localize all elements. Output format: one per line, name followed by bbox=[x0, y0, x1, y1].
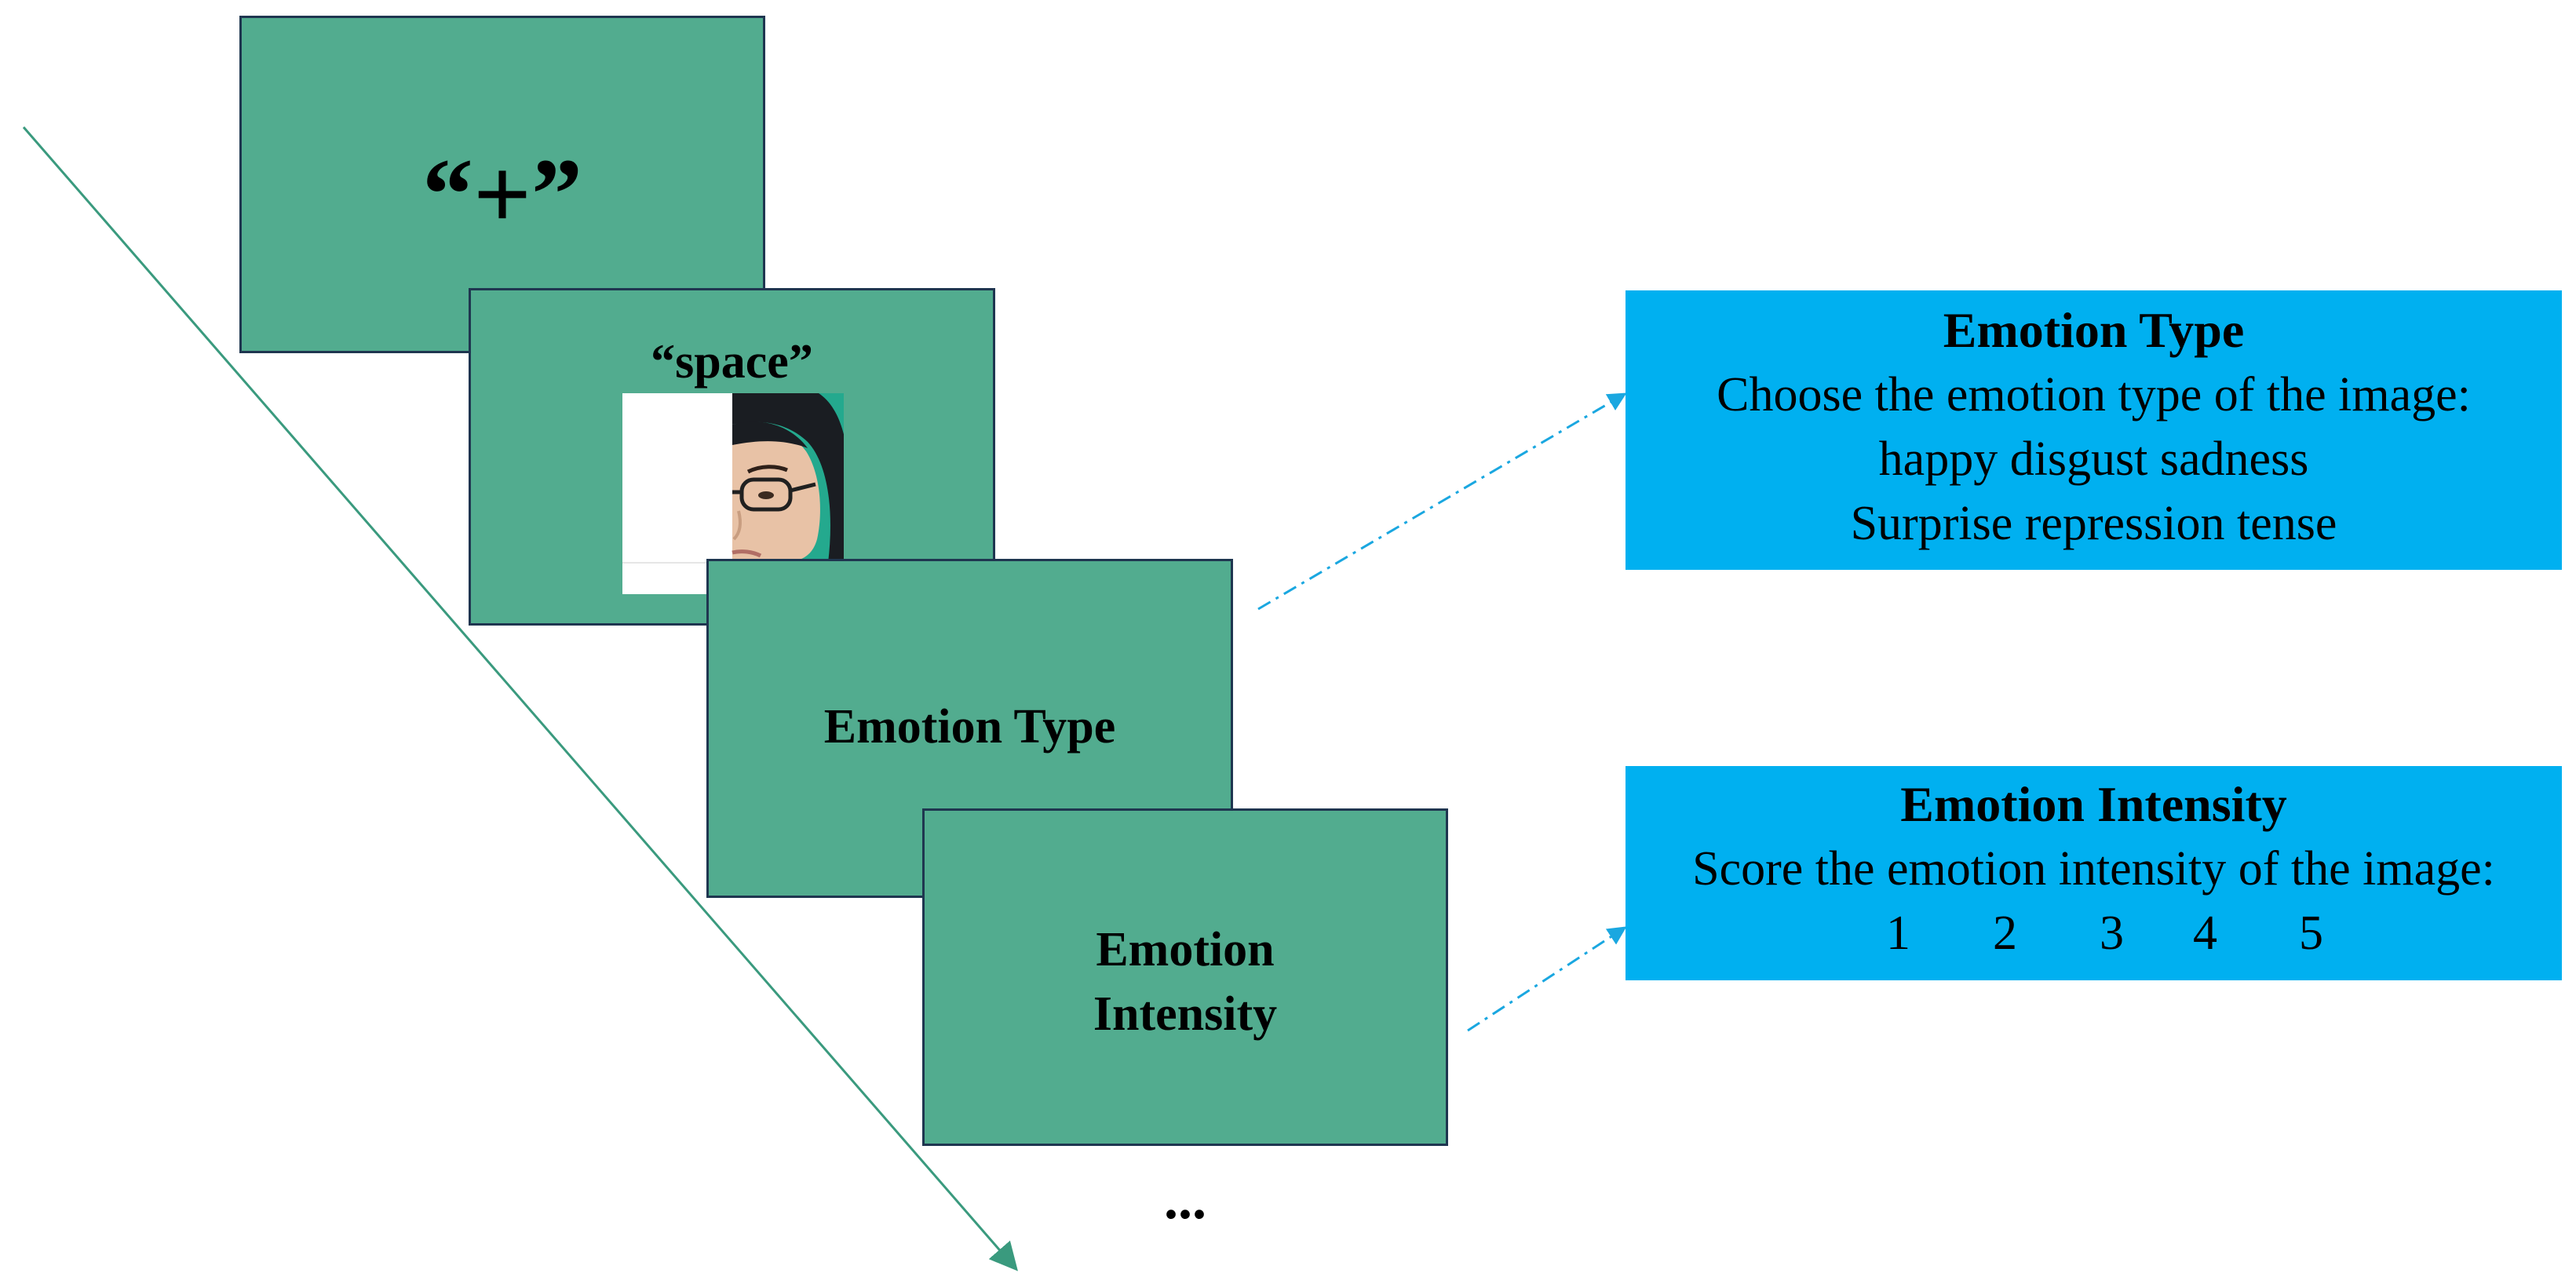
emotion-type-panel-prompt: Choose the emotion type of the image: bbox=[1717, 368, 2471, 421]
continuation-ellipsis: ... bbox=[1164, 1168, 1206, 1231]
score-4: 4 bbox=[2193, 907, 2217, 960]
score-3: 3 bbox=[2100, 907, 2124, 960]
score-1: 1 bbox=[1886, 907, 1910, 960]
emotion-type-options-line1: happy disgust sadness bbox=[1878, 432, 2309, 486]
emotion-intensity-panel: Emotion Intensity Score the emotion inte… bbox=[1626, 766, 2562, 980]
emotion-intensity-slide-label: Emotion Intensity bbox=[925, 918, 1446, 1046]
score-5: 5 bbox=[2299, 907, 2323, 960]
score-2: 2 bbox=[1993, 907, 2017, 960]
stimulus-label: “space” bbox=[651, 335, 813, 389]
emotion-intensity-slide-line1: Emotion bbox=[1096, 923, 1275, 976]
emotion-type-panel-title: Emotion Type bbox=[1943, 302, 2245, 358]
emotion-type-options-line2: Surprise repression tense bbox=[1850, 497, 2337, 550]
emotion-intensity-scores: 1 2 3 4 5 bbox=[1626, 901, 2562, 965]
emotion-intensity-panel-prompt: Score the emotion intensity of the image… bbox=[1692, 842, 2495, 896]
emotion-type-panel: Emotion Type Choose the emotion type of … bbox=[1626, 290, 2562, 570]
connector-emotion-intensity bbox=[1467, 926, 1627, 1032]
emotion-intensity-slide-line2: Intensity bbox=[1093, 987, 1278, 1041]
fixation-symbol: “+” bbox=[421, 138, 583, 251]
emotion-type-slide-label: Emotion Type bbox=[823, 700, 1116, 753]
connector-emotion-type bbox=[1257, 392, 1627, 611]
emotion-intensity-slide: Emotion Intensity bbox=[922, 808, 1448, 1146]
timeline-arrow bbox=[22, 126, 1018, 1272]
emotion-intensity-panel-title: Emotion Intensity bbox=[1900, 776, 2287, 832]
